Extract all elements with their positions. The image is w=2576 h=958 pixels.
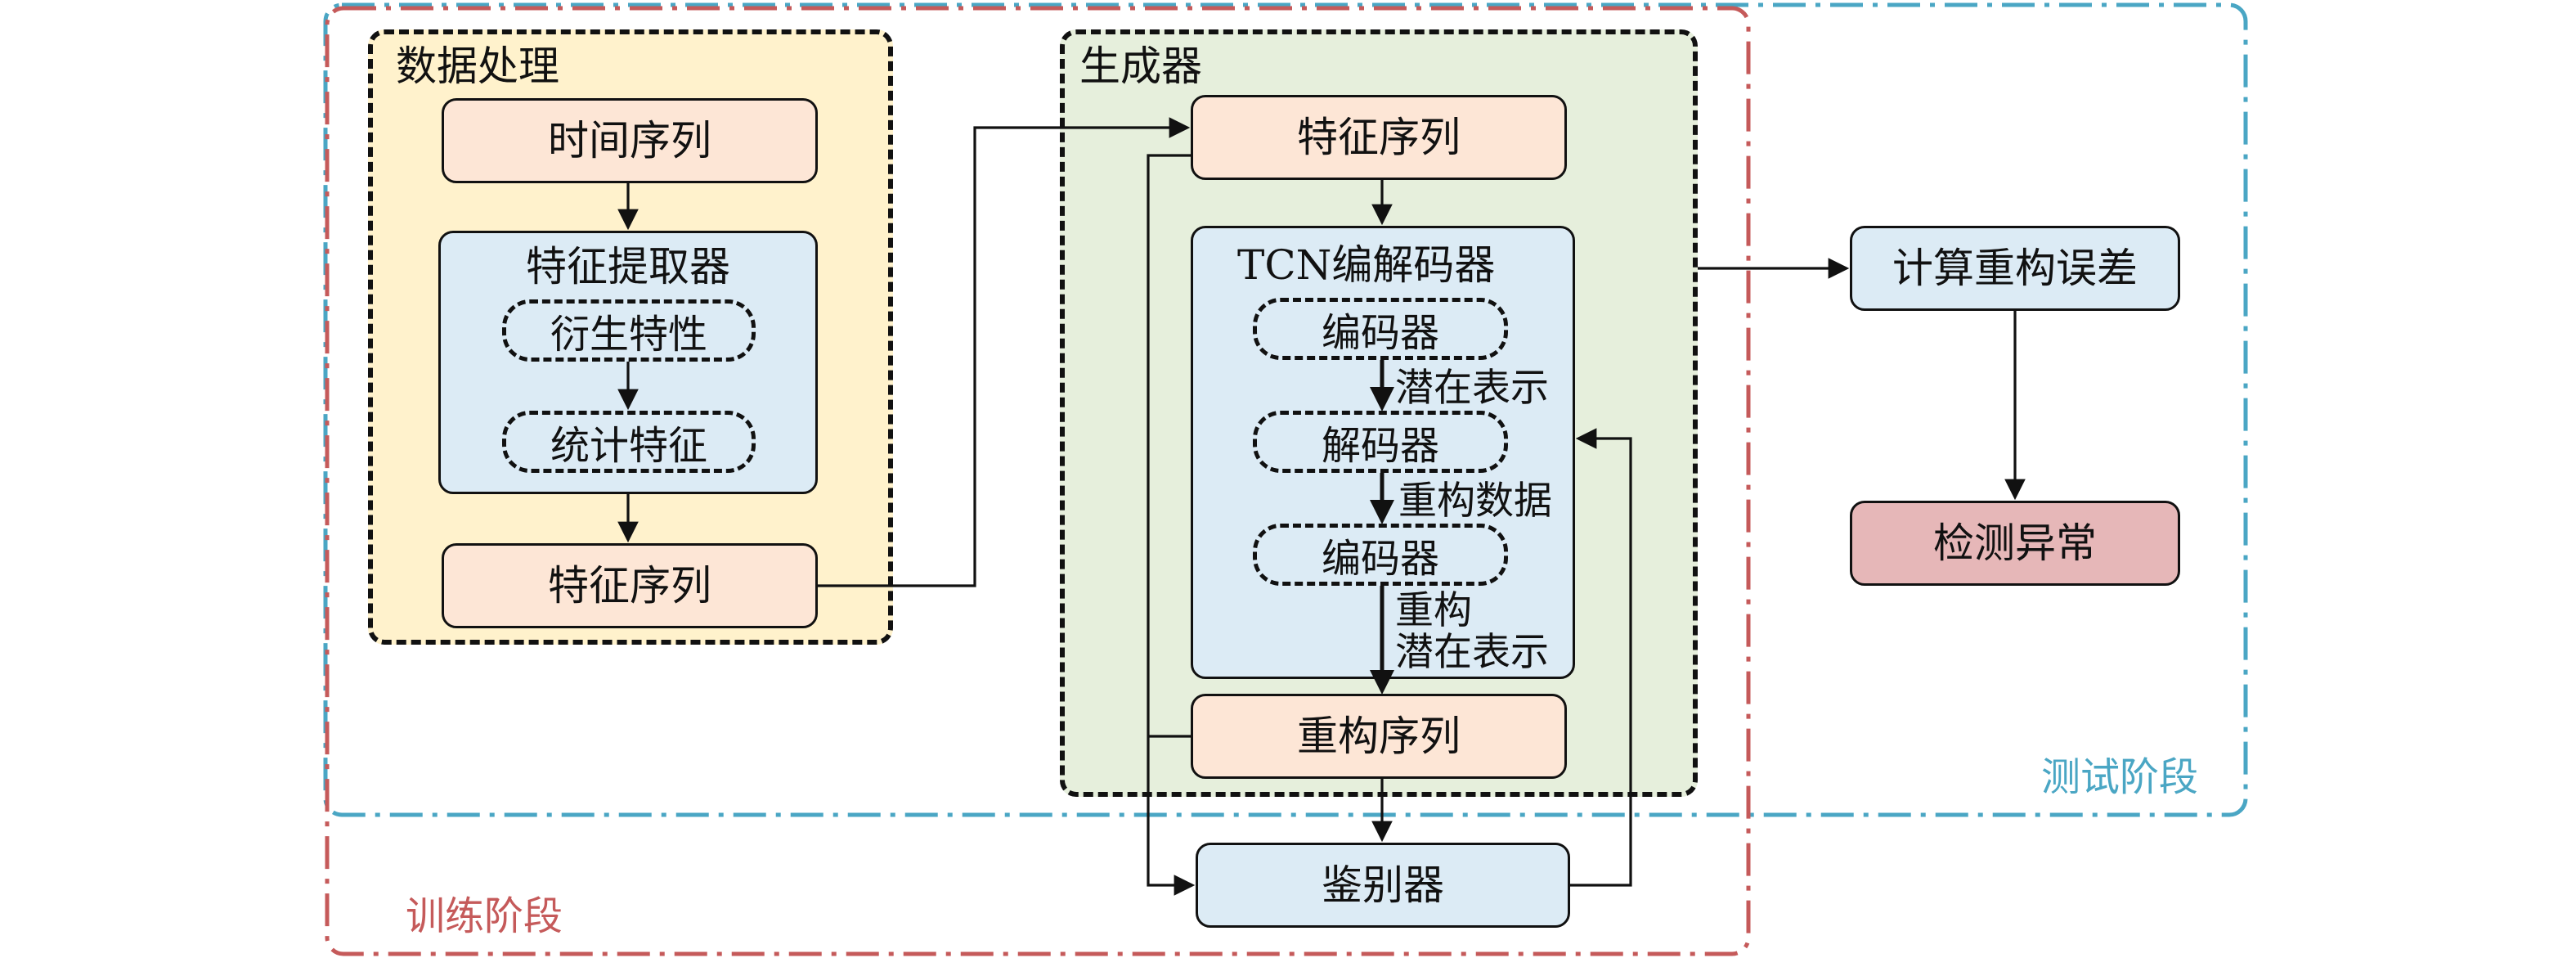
- reconstructed-latent-label: 重构 潜在表示: [1395, 588, 1549, 675]
- test-stage-boundary: [323, 2, 2248, 817]
- arrow-feature-seq-to-generator: [818, 117, 1191, 587]
- train-stage-label: 训练阶段: [406, 893, 563, 939]
- decoder-node: 解码器: [1253, 411, 1508, 473]
- encoder-node-1: 编码器: [1253, 298, 1508, 360]
- derived-features-node: 衍生特性: [502, 299, 756, 362]
- arrow-feature-seq-to-discriminator: [1147, 154, 1196, 896]
- generator-title: 生成器: [1079, 43, 1202, 90]
- detect-anomaly-node: 检测异常: [1850, 501, 2180, 586]
- reconstructed-sequence-node: 重构序列: [1191, 694, 1567, 779]
- compute-reconstruction-error-node: 计算重构误差: [1850, 226, 2180, 311]
- latent-representation-label: 潜在表示: [1395, 366, 1549, 411]
- data-processing-title: 数据处理: [396, 43, 559, 90]
- discriminator-node: 鉴别器: [1196, 843, 1570, 928]
- feature-sequence-input-node: 特征序列: [442, 543, 818, 628]
- test-stage-label: 测试阶段: [2041, 754, 2199, 800]
- train-stage-boundary: [325, 6, 1751, 956]
- reconstructed-data-label: 重构数据: [1398, 479, 1552, 524]
- tcn-codec-title: TCN编解码器: [1237, 241, 1496, 289]
- generator-feature-sequence-node: 特征序列: [1191, 95, 1567, 180]
- reconstructed-latent-line-2: 潜在表示: [1395, 629, 1549, 675]
- feature-extractor-title: 特征提取器: [526, 243, 730, 290]
- time-series-node: 时间序列: [442, 98, 818, 183]
- reconstructed-latent-line-1: 重构: [1395, 588, 1472, 633]
- encoder-node-2: 编码器: [1253, 524, 1508, 586]
- arrow-discriminator-feedback: [1570, 428, 1632, 887]
- statistical-features-node: 统计特征: [502, 411, 756, 473]
